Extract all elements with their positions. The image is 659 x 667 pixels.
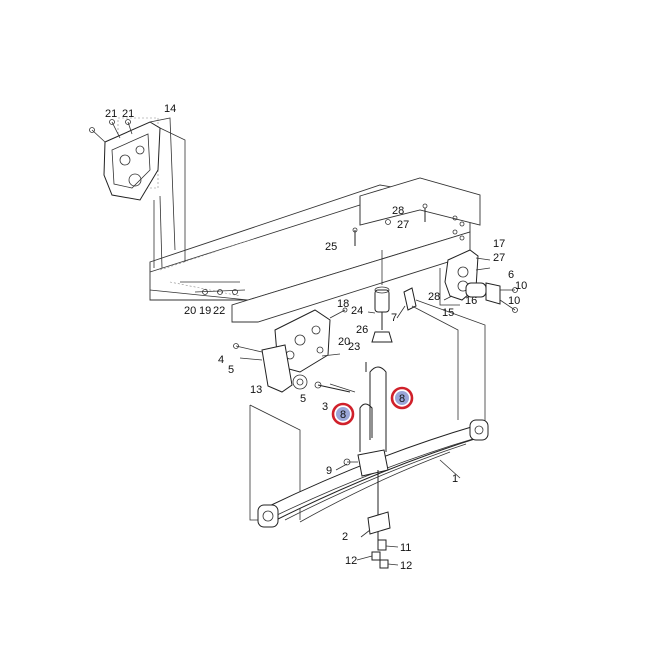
- label-9: 9: [326, 465, 332, 477]
- label-20b: 20: [338, 336, 350, 348]
- label-17: 17: [493, 238, 505, 250]
- label-27a: 27: [397, 219, 409, 231]
- label-6: 6: [508, 269, 514, 281]
- upper-bolts: [352, 203, 428, 246]
- label-15: 15: [442, 307, 454, 319]
- label-4: 4: [218, 354, 224, 366]
- label-24: 24: [351, 305, 363, 317]
- label-28b: 28: [428, 291, 440, 303]
- label-22: 22: [213, 305, 225, 317]
- label-28a: 28: [392, 205, 404, 217]
- rear-shackle-bracket: [439, 249, 518, 313]
- label-13: 13: [250, 384, 262, 396]
- label-12a: 12: [345, 555, 357, 567]
- label-leaders: [335, 305, 461, 566]
- label-21b: 21: [122, 108, 134, 120]
- spring-seat: [343, 449, 391, 569]
- label-27b: 27: [493, 252, 505, 264]
- front-hanger-bracket: [233, 307, 356, 521]
- label-10b: 10: [508, 295, 520, 307]
- frame-bolts-19-20-22: [180, 281, 246, 295]
- label-21a: 21: [105, 108, 117, 120]
- label-10a: 10: [515, 280, 527, 292]
- frame-rail: [149, 177, 481, 323]
- label-11: 11: [400, 542, 411, 554]
- label-18: 18: [337, 298, 349, 310]
- label-16: 16: [465, 295, 477, 307]
- label-5a: 5: [228, 364, 234, 376]
- label-3: 3: [322, 401, 328, 413]
- callout-8-left-label: 8: [340, 409, 346, 421]
- u-bolts: [359, 362, 387, 452]
- jounce-bumper: [371, 250, 393, 343]
- label-25: 25: [325, 241, 337, 253]
- part-labels: 21 21 14 28 27 25 17 27 6 10 10 28 16 15…: [105, 103, 527, 572]
- front-bracket-assembly: [89, 117, 186, 269]
- label-7: 7: [391, 312, 397, 324]
- label-23: 23: [348, 341, 360, 353]
- label-1: 1: [452, 473, 458, 485]
- callout-8-right-label: 8: [399, 393, 405, 405]
- label-2: 2: [342, 531, 348, 543]
- label-20a: 20: [184, 305, 196, 317]
- label-5b: 5: [300, 393, 306, 405]
- shackle-plate: [403, 287, 486, 430]
- label-26: 26: [356, 324, 368, 336]
- label-12b: 12: [400, 560, 412, 572]
- label-14: 14: [164, 103, 176, 115]
- callout-8-left[interactable]: 8: [331, 402, 355, 426]
- callout-8-right[interactable]: 8: [390, 386, 414, 410]
- label-19: 19: [199, 305, 211, 317]
